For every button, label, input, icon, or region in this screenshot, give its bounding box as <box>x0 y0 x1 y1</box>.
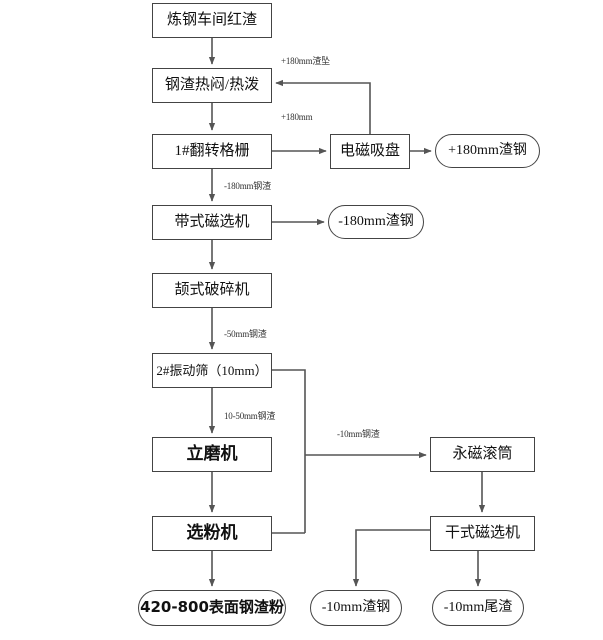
node-label: -180mm渣钢 <box>338 213 414 229</box>
node-jaw-crusher[interactable]: 颉式破碎机 <box>152 273 272 308</box>
connector-n9-trunk <box>272 369 306 533</box>
node-1-flip-grid[interactable]: 1#翻转格栅 <box>152 134 272 169</box>
node-label: 立磨机 <box>186 443 238 464</box>
node-steelmaking-red-slag[interactable]: 炼钢车间红渣 <box>152 3 272 38</box>
node-output-420-800-surface-slag-powder[interactable]: 420-800表面钢渣粉 <box>138 590 286 626</box>
edge-label-plus180mm-slag-lump: +180mm渣坠 <box>281 56 330 66</box>
node-label: 带式磁选机 <box>174 213 250 230</box>
edge-label-minus50mm-steel-slag: -50mm钢渣 <box>224 329 267 339</box>
node-output-minus180mm-slag-steel[interactable]: -180mm渣钢 <box>328 205 424 239</box>
node-slag-hot-stuffy-hot-splash[interactable]: 钢渣热闷/热泼 <box>152 68 272 103</box>
node-output-minus10mm-slag-steel[interactable]: -10mm渣钢 <box>310 590 402 626</box>
node-label: 永磁滚筒 <box>452 445 513 462</box>
node-label: 钢渣热闷/热泼 <box>164 76 260 93</box>
node-label: -10mm尾渣 <box>443 599 513 615</box>
node-label: 电磁吸盘 <box>339 142 400 159</box>
node-dry-magnetic-separator[interactable]: 干式磁选机 <box>430 516 535 551</box>
edge-label-10-50mm-steel-slag: 10-50mm钢渣 <box>224 411 276 421</box>
node-label: 1#翻转格栅 <box>174 142 250 159</box>
edge-label-plus180mm: +180mm <box>281 112 313 122</box>
connector-n4-n2-feedback <box>275 79 371 134</box>
node-permanent-magnet-drum[interactable]: 永磁滚筒 <box>430 437 535 472</box>
node-label: 选粉机 <box>186 522 238 543</box>
node-label: 干式磁选机 <box>444 524 520 541</box>
edge-label-minus180mm-steel-slag: -180mm钢渣 <box>224 181 271 191</box>
node-belt-magnetic-separator[interactable]: 带式磁选机 <box>152 205 272 240</box>
node-2-vibrating-screen[interactable]: 2#振动筛（10mm） <box>152 353 272 388</box>
node-powder-separator[interactable]: 选粉机 <box>152 516 272 551</box>
node-output-plus180mm-slag-steel[interactable]: +180mm渣钢 <box>435 134 540 168</box>
node-label: +180mm渣钢 <box>448 142 527 158</box>
node-label: 炼钢车间红渣 <box>166 11 257 28</box>
node-label: 颉式破碎机 <box>174 281 250 298</box>
node-label: 2#振动筛（10mm） <box>156 362 268 378</box>
node-label: -10mm渣钢 <box>321 599 391 615</box>
node-electromagnetic-chuck[interactable]: 电磁吸盘 <box>330 134 410 169</box>
connector-n13-n15 <box>352 529 430 587</box>
node-vertical-mill[interactable]: 立磨机 <box>152 437 272 472</box>
edge-label-minus10mm-steel-slag: -10mm钢渣 <box>337 429 380 439</box>
node-label: 420-800表面钢渣粉 <box>140 598 284 617</box>
node-output-minus10mm-tailings[interactable]: -10mm尾渣 <box>432 590 524 626</box>
